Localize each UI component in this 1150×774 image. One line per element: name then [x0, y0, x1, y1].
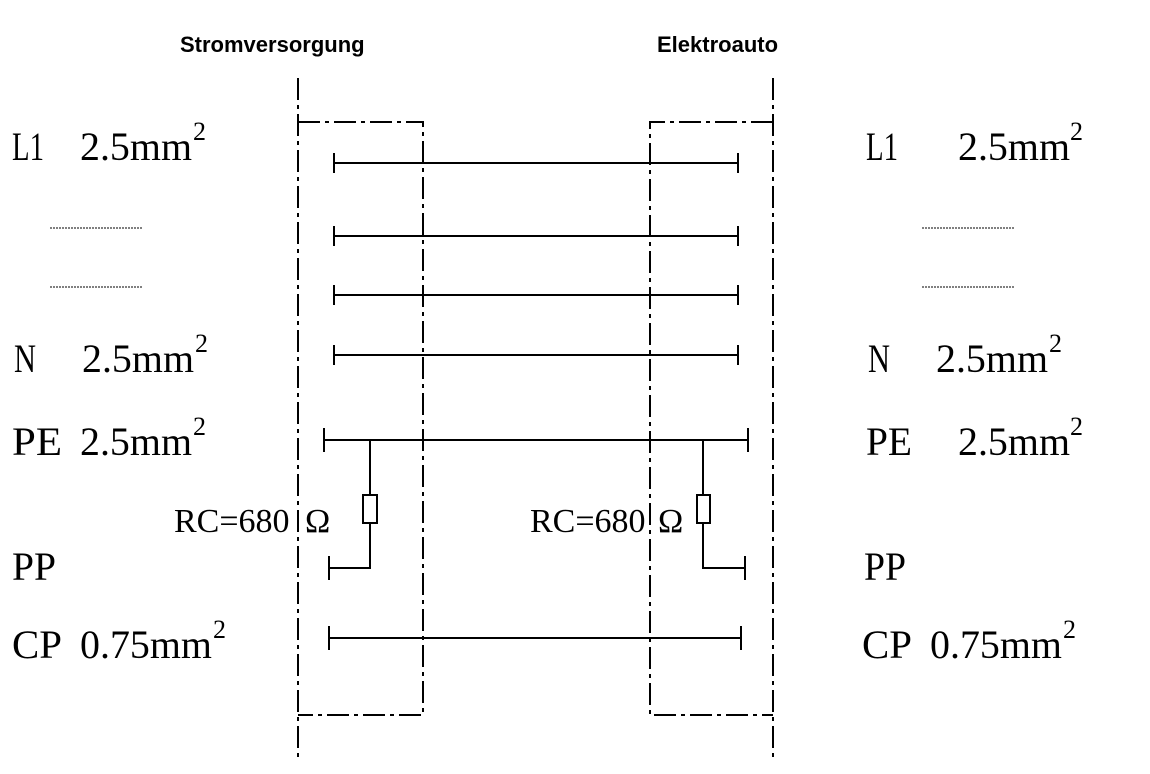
left-label-pe: PE 2.5mm 2	[12, 412, 206, 464]
wire-cp	[328, 626, 742, 650]
left-resistor-label: RC=680	[174, 503, 290, 540]
svg-text:2: 2	[1070, 117, 1083, 146]
svg-text:2: 2	[1063, 615, 1076, 644]
svg-text:PE: PE	[866, 419, 912, 464]
svg-text:N: N	[14, 336, 36, 381]
svg-text:PP: PP	[864, 544, 906, 589]
svg-text:0.75mm: 0.75mm	[930, 622, 1062, 667]
svg-text:2.5mm: 2.5mm	[80, 419, 192, 464]
svg-text:2.5mm: 2.5mm	[958, 419, 1070, 464]
wire-pe	[323, 428, 749, 452]
svg-text:0.75mm: 0.75mm	[80, 622, 212, 667]
left-label-n: N 2.5mm 2	[14, 329, 208, 381]
svg-text:N: N	[868, 336, 890, 381]
left-pp-resistor	[328, 440, 378, 580]
right-pp-resistor	[696, 440, 746, 580]
svg-text:CP: CP	[12, 622, 62, 667]
svg-text:CP: CP	[862, 622, 912, 667]
wire-n	[333, 345, 739, 365]
svg-text:2.5mm: 2.5mm	[936, 336, 1048, 381]
left-label-pp: PP	[12, 544, 56, 589]
right-label-cp: CP 0.75mm 2	[862, 615, 1076, 667]
svg-text:L1: L1	[12, 124, 44, 169]
svg-text:2: 2	[193, 117, 206, 146]
right-resistor-label: RC=680	[530, 503, 646, 540]
right-label-pp: PP	[864, 544, 906, 589]
header-electric-car: Elektroauto	[657, 32, 778, 57]
svg-text:2: 2	[1049, 329, 1062, 358]
wire-3	[333, 285, 739, 305]
header-power-supply: Stromversorgung	[180, 32, 365, 57]
svg-text:2.5mm: 2.5mm	[82, 336, 194, 381]
svg-text:PE: PE	[12, 419, 62, 464]
wire-l1	[333, 153, 739, 173]
left-label-cp: CP 0.75mm 2	[12, 615, 226, 667]
right-label-l1: L1 2.5mm 2	[866, 117, 1083, 169]
right-label-pe: PE 2.5mm 2	[866, 412, 1083, 464]
right-connector-box	[649, 121, 773, 716]
svg-text:2.5mm: 2.5mm	[80, 124, 192, 169]
right-label-n: N 2.5mm 2	[868, 329, 1062, 381]
svg-text:2.5mm: 2.5mm	[958, 124, 1070, 169]
svg-text:2: 2	[213, 615, 226, 644]
svg-text:PP: PP	[12, 544, 56, 589]
svg-text:2: 2	[1070, 412, 1083, 441]
svg-text:2: 2	[193, 412, 206, 441]
svg-text:2: 2	[195, 329, 208, 358]
svg-text:L1: L1	[866, 124, 898, 169]
wire-2	[333, 226, 739, 246]
left-ohm-symbol: Ω	[305, 503, 330, 540]
left-connector-box	[298, 121, 424, 716]
right-ohm-symbol: Ω	[658, 503, 683, 540]
left-label-l1: L1 2.5mm 2	[12, 117, 206, 169]
